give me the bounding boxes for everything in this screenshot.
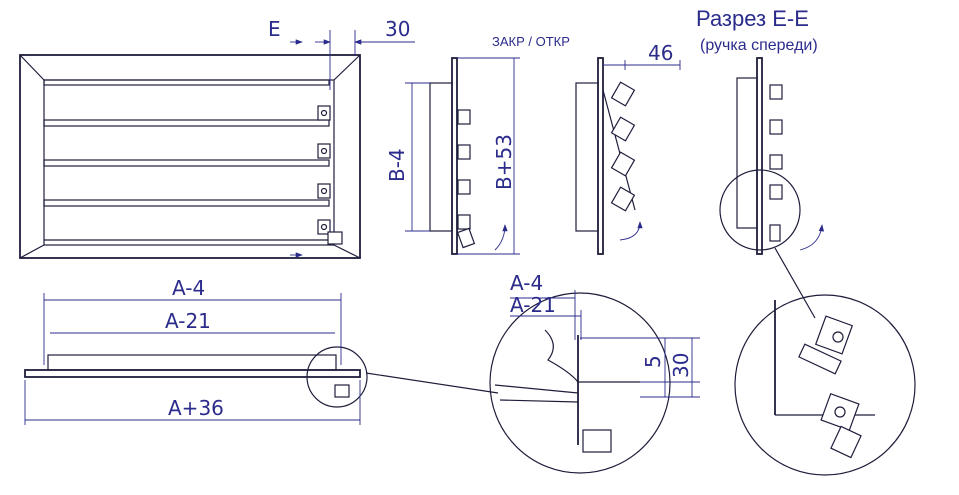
side-view-open: 46 — [575, 41, 681, 255]
section-title: Разрез E-E — [696, 6, 809, 31]
dim-30-top: 30 — [385, 17, 410, 41]
bottom-view: A-4 A-21 A+36 — [24, 276, 499, 425]
dim-46: 46 — [648, 41, 673, 65]
dim-a-minus-4: A-4 — [172, 276, 205, 300]
louver-pivots — [317, 105, 343, 245]
dim-b-minus-4: B-4 — [385, 148, 409, 182]
dim-b-plus-53: B+53 — [492, 134, 516, 190]
detail-a-minus-4: A-4 — [510, 271, 543, 295]
dim-a-minus-21: A-21 — [165, 309, 211, 333]
detail-a-minus-21: A-21 — [510, 293, 556, 317]
detail-dim-30: 30 — [669, 353, 693, 378]
front-view: E 30 — [19, 17, 415, 259]
section-e-e: Разрез E-E (ручка спереди) — [696, 6, 916, 476]
louvers — [43, 79, 330, 241]
side-view-closed: ЗАКР / ОТКР B-4 B+53 — [385, 34, 570, 255]
section-mark-label: E — [268, 17, 281, 41]
dim-a-plus-36: A+36 — [168, 396, 224, 420]
section-subtitle: (ручка спереди) — [700, 37, 818, 54]
detail-view: A-4 A-21 5 30 — [489, 271, 700, 474]
closed-open-label: ЗАКР / ОТКР — [492, 34, 570, 49]
detail-dim-5: 5 — [641, 355, 665, 368]
